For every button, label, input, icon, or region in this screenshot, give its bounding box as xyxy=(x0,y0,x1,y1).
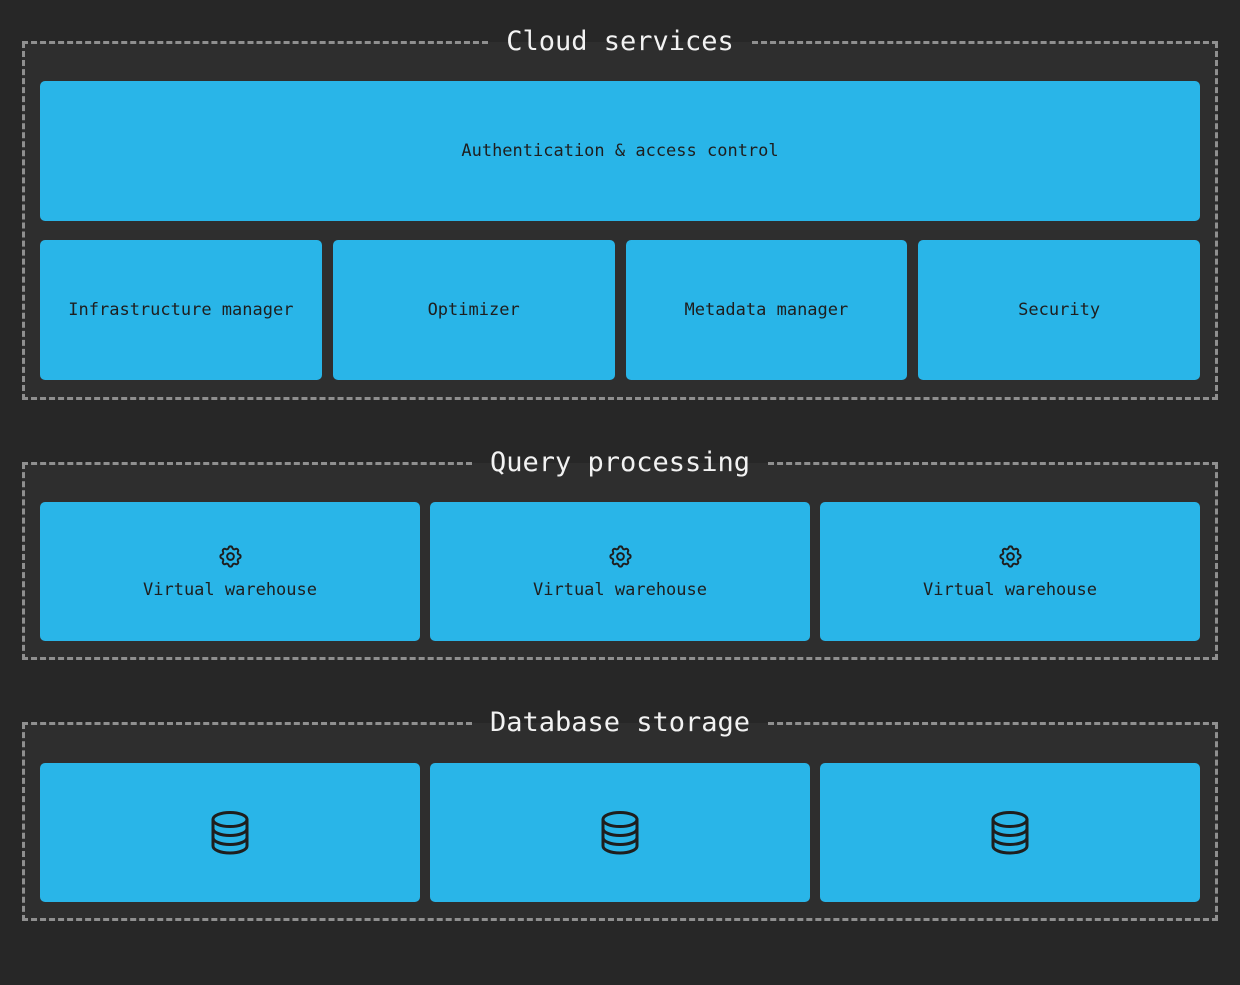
node-database-3 xyxy=(820,763,1200,902)
database-icon xyxy=(986,809,1034,857)
node-label: Security xyxy=(1018,300,1101,320)
node-virtual-warehouse-3: Virtual warehouse xyxy=(820,502,1200,641)
gear-icon xyxy=(217,543,244,570)
section-body xyxy=(25,723,1215,902)
section-query-processing: Query processing Virtual warehouse xyxy=(22,447,1218,660)
node-virtual-warehouse-2: Virtual warehouse xyxy=(430,502,810,641)
node-label: Virtual warehouse xyxy=(533,579,707,600)
query-processing-row: Virtual warehouse Virtual warehouse xyxy=(40,502,1200,641)
node-security: Security xyxy=(918,240,1200,380)
gear-icon xyxy=(997,543,1024,570)
database-icon xyxy=(206,809,254,857)
section-database-storage: Database storage xyxy=(22,707,1218,921)
node-label: Optimizer xyxy=(427,300,520,320)
section-body: Virtual warehouse Virtual warehouse xyxy=(25,463,1215,641)
node-database-2 xyxy=(430,763,810,902)
node-optimizer: Optimizer xyxy=(332,240,615,380)
database-icon xyxy=(596,809,644,857)
node-virtual-warehouse-1: Virtual warehouse xyxy=(40,502,420,641)
node-label: Virtual warehouse xyxy=(143,579,317,600)
database-storage-row xyxy=(40,763,1200,902)
architecture-diagram: Cloud services Authentication & access c… xyxy=(0,26,1240,921)
node-infrastructure-manager: Infrastructure manager xyxy=(40,240,322,380)
node-label: Authentication & access control xyxy=(461,141,779,161)
node-label: Virtual warehouse xyxy=(923,579,1097,600)
cloud-services-row: Infrastructure manager Optimizer Metadat… xyxy=(40,240,1200,380)
section-body: Authentication & access control Infrastr… xyxy=(25,42,1215,380)
node-label: Metadata manager xyxy=(684,300,849,320)
node-database-1 xyxy=(40,763,420,902)
node-authentication-access-control: Authentication & access control xyxy=(40,81,1200,221)
node-metadata-manager: Metadata manager xyxy=(625,240,908,380)
gear-icon xyxy=(607,543,634,570)
section-cloud-services: Cloud services Authentication & access c… xyxy=(22,26,1218,400)
node-label: Infrastructure manager xyxy=(68,300,294,320)
